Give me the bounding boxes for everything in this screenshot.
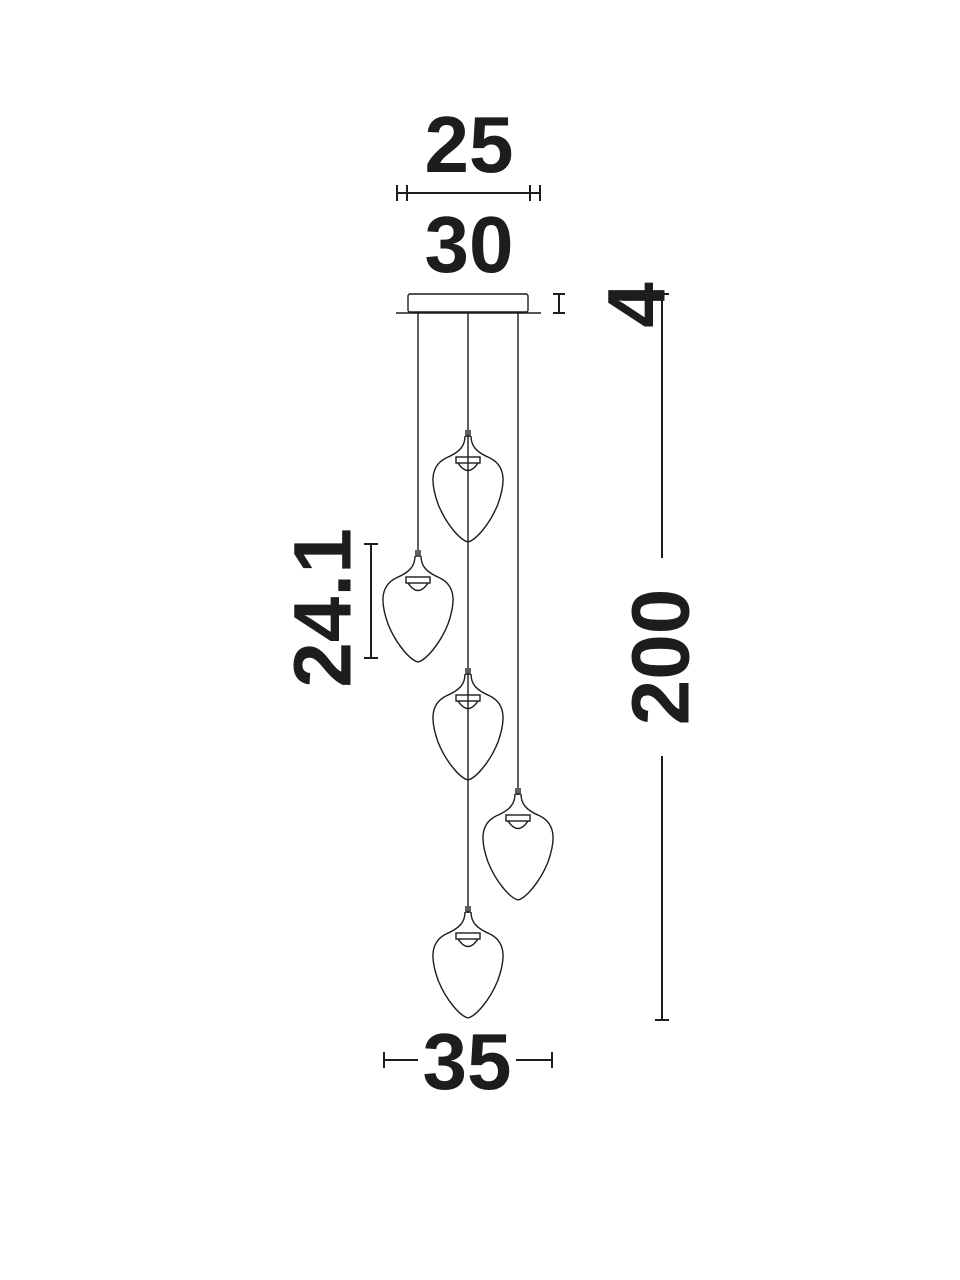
pendant-shade <box>382 549 454 663</box>
canopy-inner-width-dimension-line <box>396 185 541 201</box>
canopy-outer-width-label: 30 <box>425 200 514 289</box>
canopy-height-dimension-line <box>553 293 565 314</box>
total-height-dimension-line <box>655 293 669 1021</box>
canopy-height-label: 4 <box>592 282 683 328</box>
pendant-shade <box>432 905 504 1019</box>
pendant-shade <box>482 787 554 901</box>
overall-width-label: 35 <box>423 1017 512 1106</box>
suspension-cables <box>417 313 519 913</box>
shade-height-label: 24.1 <box>278 528 369 688</box>
overall-width-dimension-line <box>383 1052 553 1068</box>
shade-height-dimension-line <box>364 543 378 659</box>
total-height-label: 200 <box>616 589 707 726</box>
canopy-inner-width-label: 25 <box>425 100 514 189</box>
ceiling-canopy <box>396 293 541 314</box>
